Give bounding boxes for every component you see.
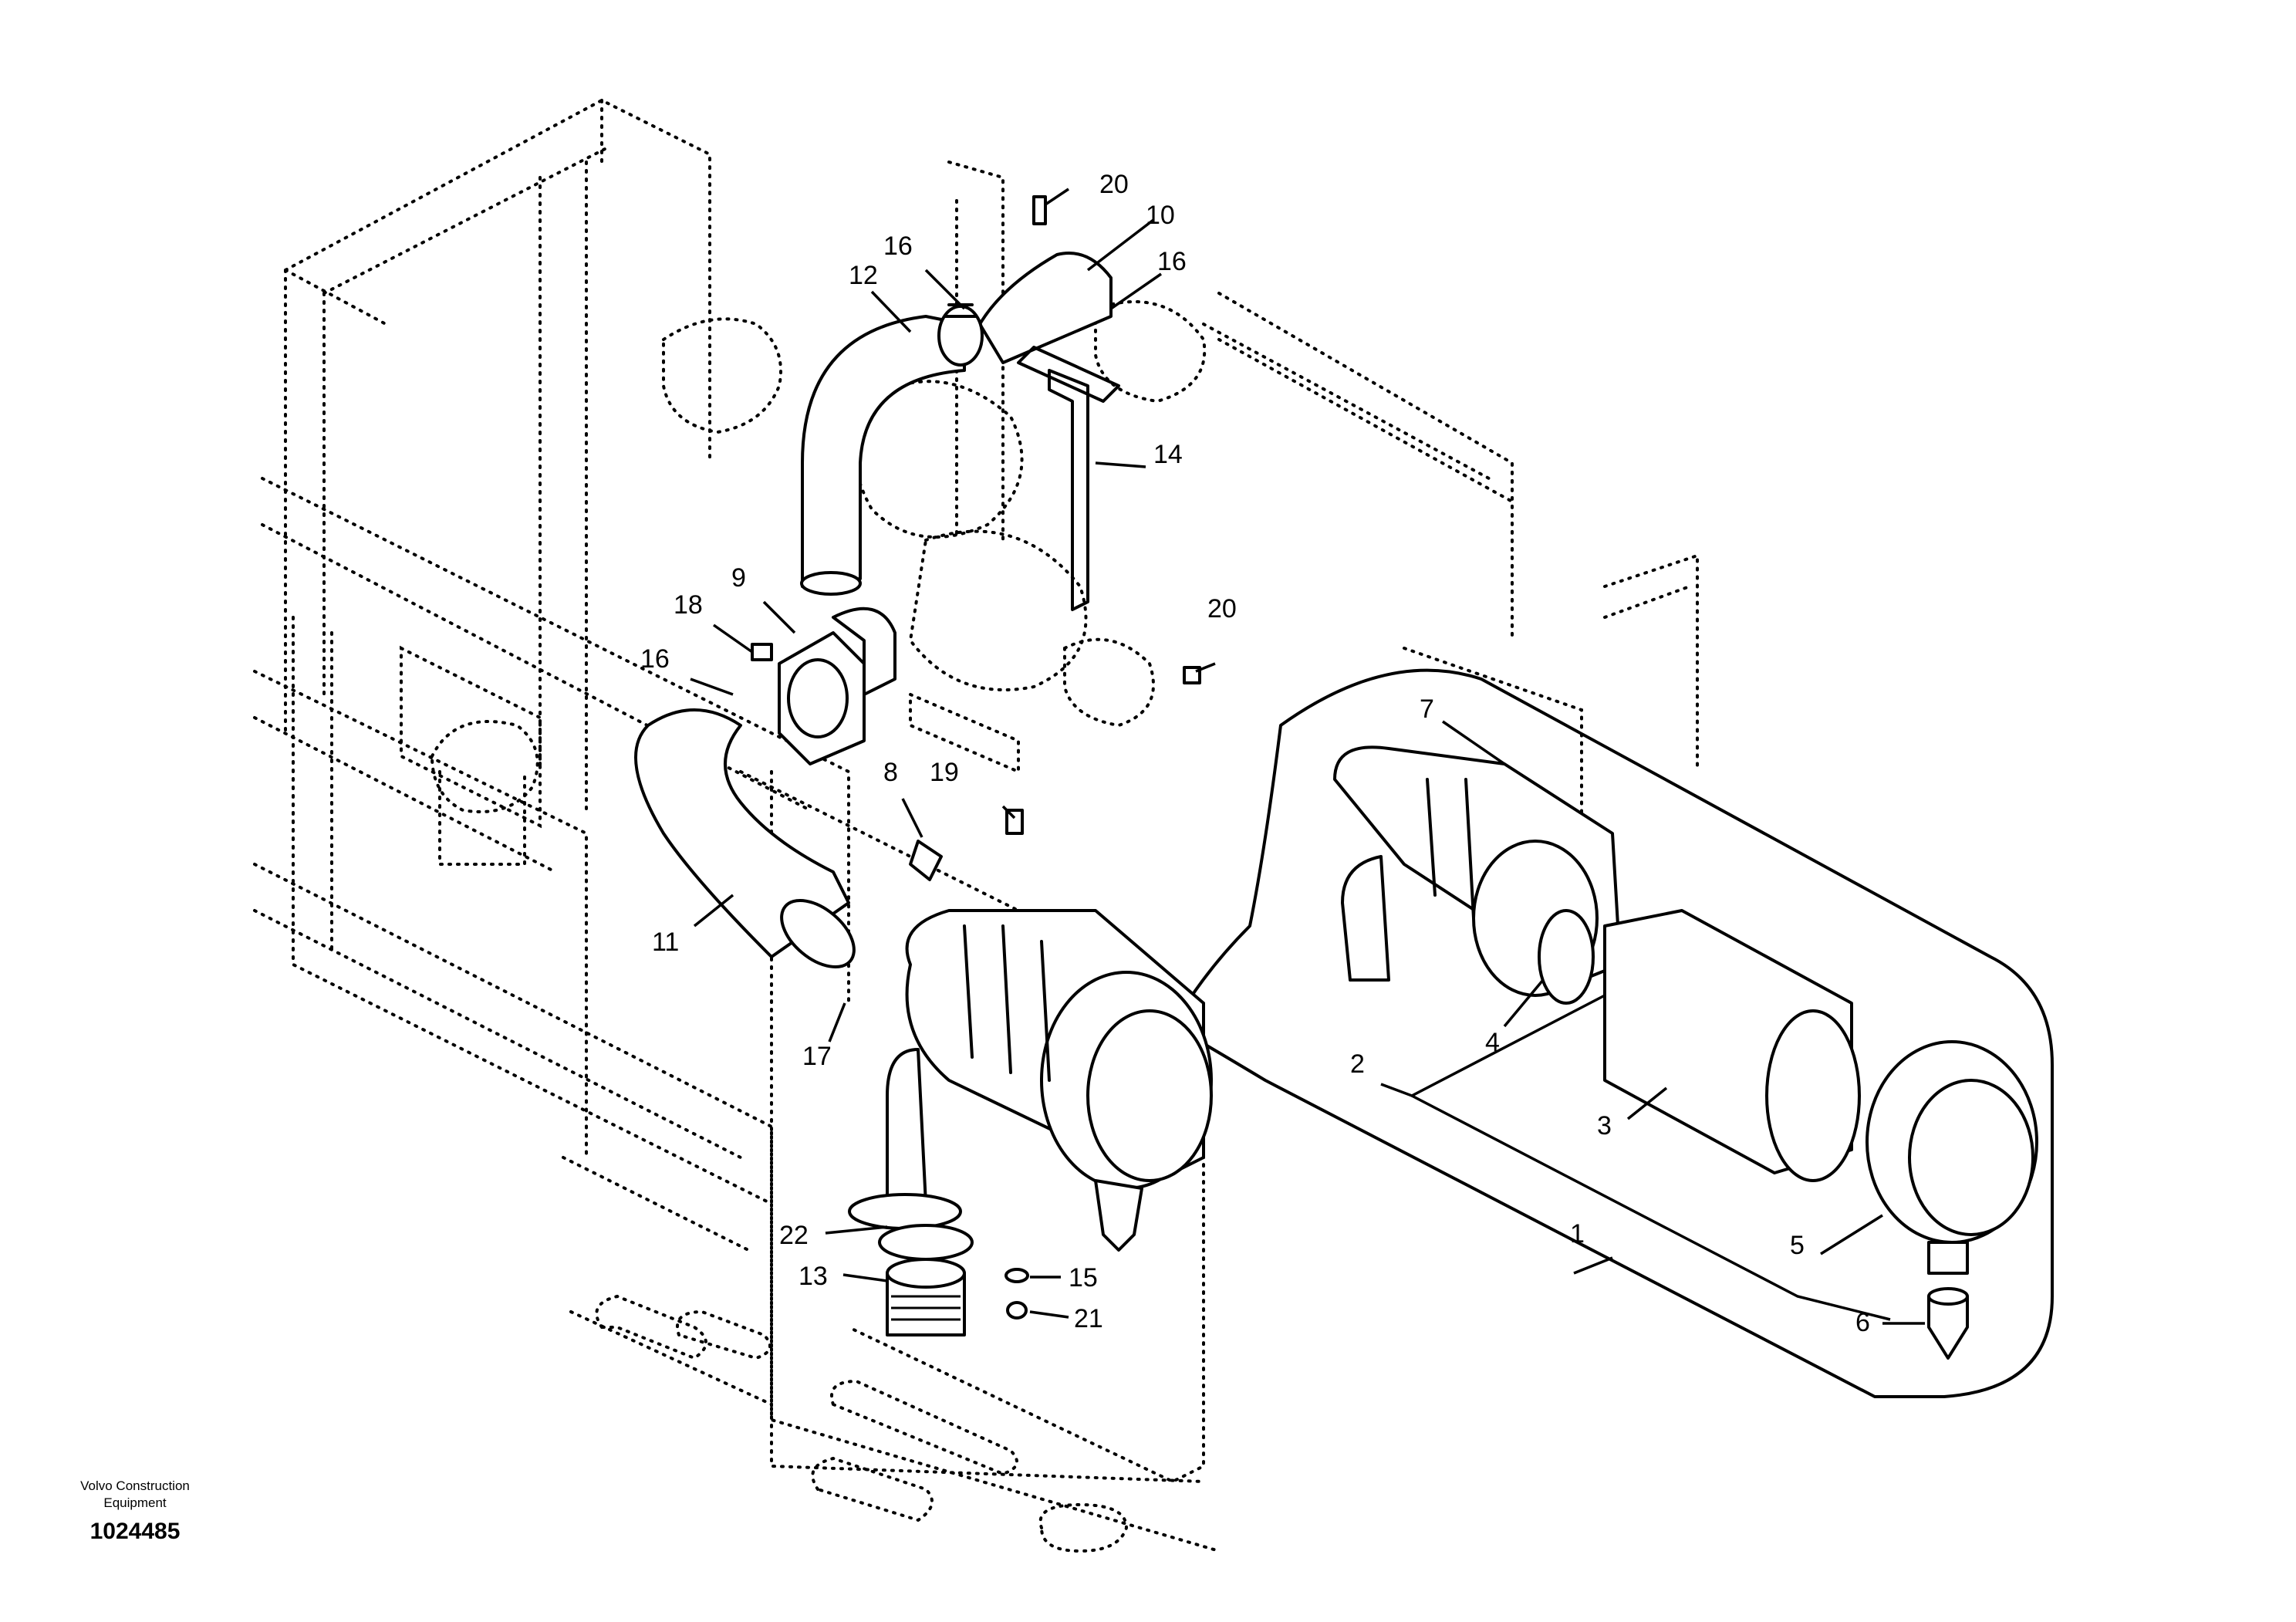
callout-4: 4	[1485, 1028, 1500, 1057]
callout-1: 1	[1570, 1219, 1585, 1249]
callout-12: 12	[849, 261, 878, 290]
callout-7: 7	[1420, 694, 1434, 724]
callout-17: 17	[802, 1042, 832, 1071]
callout-5: 5	[1790, 1231, 1805, 1260]
hose-clamp-17	[780, 898, 856, 969]
brand-line-2: Equipment	[103, 1495, 167, 1510]
filter-element-3	[1603, 909, 1861, 1182]
callout-8: 8	[883, 758, 898, 787]
adapter-flange	[778, 607, 896, 765]
brand-label: Volvo Construction Equipment	[46, 1478, 224, 1512]
seal-ring-4	[1538, 909, 1595, 1005]
cap-13	[886, 1258, 966, 1336]
lower-intake-hose	[634, 708, 850, 958]
callout-15: 15	[1069, 1263, 1098, 1293]
drawing-number: 1024485	[89, 1519, 181, 1544]
callout-16-top-right: 16	[1157, 247, 1187, 276]
callout-22: 22	[779, 1221, 809, 1250]
valve-6	[1927, 1287, 1969, 1360]
callout-3: 3	[1597, 1111, 1612, 1140]
air-filter-assembly	[848, 909, 1213, 1252]
exploded-view-outline	[1171, 668, 2054, 1398]
machine-frame	[253, 98, 1699, 1553]
callout-19: 19	[930, 758, 959, 787]
callout-21: 21	[1074, 1304, 1103, 1333]
callout-20-top: 20	[1099, 170, 1129, 199]
hose-clamp-22	[878, 1224, 974, 1261]
callout-14: 14	[1153, 440, 1183, 469]
cover-5	[1866, 1040, 2038, 1275]
callout-13: 13	[799, 1262, 828, 1291]
leader-lines	[690, 188, 1925, 1325]
small-parts	[751, 195, 1201, 1320]
callout-9: 9	[731, 563, 746, 593]
support-bracket	[1017, 346, 1120, 611]
callout-18: 18	[674, 590, 703, 620]
callout-11: 11	[652, 928, 679, 957]
callout-20-mid: 20	[1207, 594, 1237, 623]
callout-16-mid: 16	[640, 644, 670, 674]
brand-line-1: Volvo Construction	[80, 1478, 190, 1493]
callout-16-top-left: 16	[883, 231, 913, 261]
callout-2: 2	[1350, 1049, 1365, 1079]
callout-10: 10	[1146, 201, 1175, 230]
callout-labels: 20 10 16 16 12 14 9 18 20 16 8 19 7 11 1…	[640, 170, 1870, 1337]
upper-intake-pipe	[800, 252, 1113, 596]
callout-6: 6	[1855, 1308, 1870, 1337]
